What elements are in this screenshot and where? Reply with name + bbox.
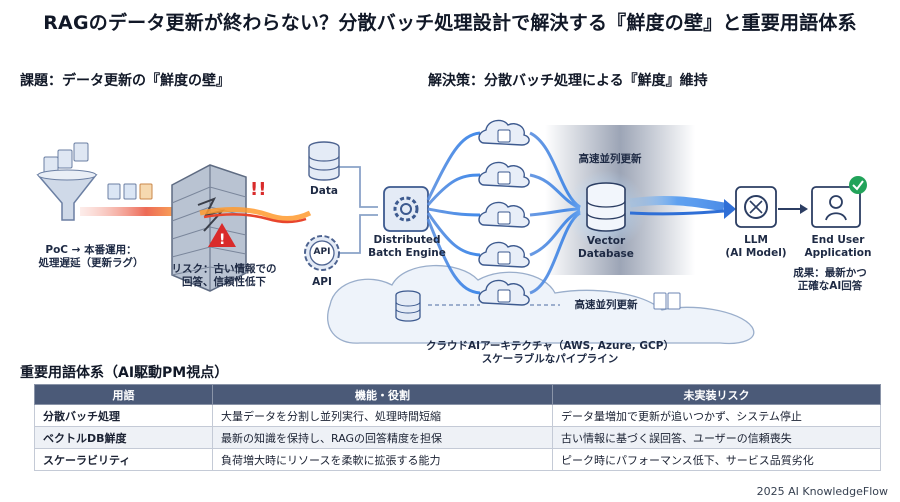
parallel-label-bottom: 高速並列更新 [574,299,638,311]
risk-label: リスク：古い情報での 回答、信頼性低下 [171,263,277,288]
check-icon [849,176,867,194]
risk-cell: データ量増加で更新が追いつかず、システム停止 [552,404,881,427]
vector-database-icon [586,182,626,232]
delay-stream [80,207,190,216]
diagram-canvas: !! ! [36,119,867,345]
storage-node [395,290,421,322]
beam-to-llm-core [629,209,725,216]
architecture-diagram: !! ! [0,95,900,370]
parallel-flow-lines [426,131,581,295]
worker-node-2 [478,161,530,188]
worker-node-5 [478,279,530,306]
beam-arrowhead [724,199,736,219]
fire-stream [199,206,312,221]
app-label: End User Application [804,234,872,259]
term-cell: ベクトルDB鮮度 [34,426,213,449]
fire-stream-core [203,213,307,224]
funnel-icon [36,142,98,221]
api-icon-text: API [313,247,331,257]
cloud-architecture-label: クラウドAIアーキテクチャ（AWS, Azure, GCP） スケーラブルなパイ… [426,340,674,365]
problem-heading: 課題：データ更新の『鮮度の壁』 [20,73,230,89]
page-title: RAGのデータ更新が終わらない？分散バッチ処理設計で解決する『鮮度の壁』と重要用… [43,12,857,34]
term-cell: スケーラビリティ [34,448,213,471]
svg-text:!!: !! [250,179,266,200]
beam-to-llm [629,195,725,212]
footer-credit: 2025 AI KnowledgeFlow [756,485,888,498]
column-header-risk: 未実装リスク [552,384,881,405]
worker-node-1 [478,119,530,146]
terms-table: 用語 機能・役割 未実装リスク 分散バッチ処理 大量データを分割し並列実行、処理… [34,384,881,471]
column-header-role: 機能・役割 [212,384,553,405]
engine-label: Distributed Batch Engine [368,234,446,259]
table-row: スケーラビリティ 負荷増大時にリソースを柔軟に拡張する能力 ピーク時にパフォーマ… [34,448,881,471]
role-cell: 最新の知識を保持し、RAGの回答精度を担保 [212,426,553,449]
vector-db-label: Vector Database [578,235,634,260]
data-source-icon [308,141,340,181]
parallel-label-top: 高速並列更新 [578,153,642,165]
user-application-icon [811,186,861,228]
bottom-docs-icon [653,292,681,310]
solution-heading: 解決策：分散バッチ処理による『鮮度』維持 [428,73,708,89]
role-cell: 負荷増大時にリソースを柔軟に拡張する能力 [212,448,553,471]
api-label: API [312,276,332,288]
worker-node-3 [478,201,530,228]
terms-header-row: 用語 機能・役割 未実装リスク [34,384,881,405]
risk-cell: 古い情報に基づく誤回答、ユーザーの信頼喪失 [552,426,881,449]
data-label: Data [310,185,338,197]
svg-text:!: ! [219,232,225,248]
risk-cell: ピーク時にパフォーマンス低下、サービス品質劣化 [552,448,881,471]
term-cell: 分散バッチ処理 [34,404,213,427]
terms-heading: 重要用語体系（AI駆動PM視点） [20,365,229,381]
warning-triangle-icon: ! [208,223,236,248]
api-gear-icon [304,235,340,271]
table-row: 分散バッチ処理 大量データを分割し並列実行、処理時間短縮 データ量増加で更新が追… [34,404,881,427]
data-flow-line [338,166,378,208]
llm-icon [735,186,777,228]
llm-label: LLM (AI Model) [725,234,787,259]
role-cell: 大量データを分割し並列実行、処理時間短縮 [212,404,553,427]
batch-engine-icon [383,186,429,232]
worker-node-4 [478,241,530,268]
document-icons [107,183,153,200]
column-header-term: 用語 [34,384,213,405]
llm-to-app-arrowhead [800,204,808,214]
api-flow-line [336,214,378,254]
poc-label: PoC → 本番運用： 処理遅延（更新ラグ） [38,244,144,269]
result-label: 成果：最新かつ 正確なAI回答 [793,267,867,292]
table-row: ベクトルDB鮮度 最新の知識を保持し、RAGの回答精度を担保 古い情報に基づく誤… [34,426,881,449]
brick-wall-icon [171,164,247,292]
exclamation-icon: !! [250,179,266,200]
